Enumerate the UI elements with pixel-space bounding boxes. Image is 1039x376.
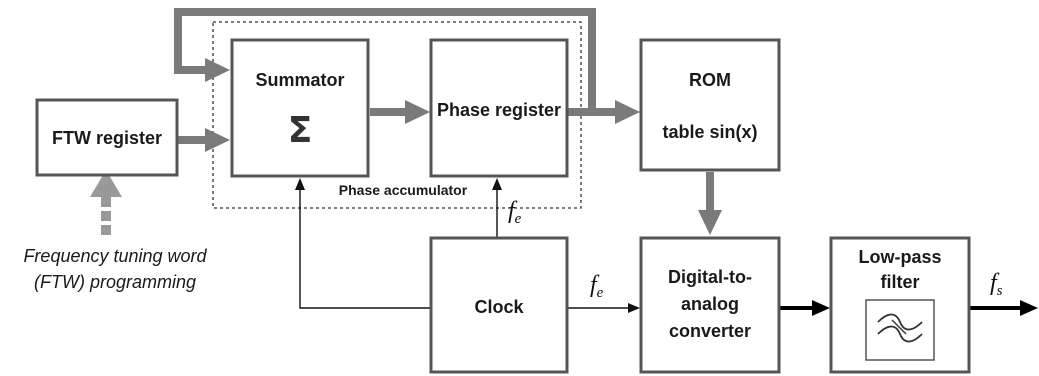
dac-label-line3: converter bbox=[669, 321, 751, 341]
programming-arrowhead bbox=[90, 170, 122, 197]
programming-dash-2 bbox=[101, 211, 111, 221]
ftw-register-label: FTW register bbox=[52, 128, 162, 148]
ftw-register-block bbox=[35, 98, 179, 177]
sigma-icon: Σ bbox=[288, 110, 313, 151]
rom-to-dac-arrowhead bbox=[698, 210, 722, 235]
summator-block bbox=[230, 38, 370, 178]
clock-label: Clock bbox=[474, 297, 524, 317]
rom-label-line1: ROM bbox=[689, 70, 731, 90]
clock-to-phase-arrowhead bbox=[492, 178, 502, 190]
lpf-output-arrowhead bbox=[1020, 300, 1038, 316]
phase-to-rom-arrowhead bbox=[615, 100, 640, 124]
rom-block bbox=[639, 38, 781, 172]
fe-label-dac: fe bbox=[590, 272, 604, 301]
dac-label-line1: Digital-to- bbox=[668, 267, 752, 287]
programming-note-line1: Frequency tuning word bbox=[23, 246, 207, 266]
filter-waves-icon bbox=[865, 299, 935, 361]
clock-to-dac-arrowhead bbox=[628, 303, 640, 313]
fe-label-phase: fe bbox=[508, 198, 522, 227]
clock-to-summator-line bbox=[299, 190, 430, 309]
group-label: Phase accumulator bbox=[339, 182, 468, 198]
phase-accumulator-group bbox=[212, 21, 582, 209]
phase-register-label: Phase register bbox=[437, 100, 561, 120]
clock-to-summator-arrowhead bbox=[295, 178, 305, 190]
programming-dash-3 bbox=[101, 197, 111, 207]
phase-register-block bbox=[429, 38, 569, 178]
dac-to-lpf-arrowhead bbox=[812, 300, 830, 316]
feedback-arrowhead bbox=[205, 58, 230, 82]
feedback-loop-path bbox=[174, 8, 596, 112]
rom-label-line2: table sin(x) bbox=[662, 122, 757, 142]
clock-block bbox=[429, 236, 569, 374]
programming-note-line2: (FTW) programming bbox=[34, 272, 196, 292]
summator-to-phase-arrowhead bbox=[405, 100, 430, 124]
programming-dash-1 bbox=[101, 225, 111, 235]
lpf-label-line1: Low-pass bbox=[858, 247, 941, 267]
dac-block bbox=[639, 236, 781, 374]
fs-label-output: fs bbox=[990, 270, 1003, 299]
dac-label-line2: analog bbox=[681, 294, 739, 314]
summator-label: Summator bbox=[255, 70, 344, 90]
lpf-label-line2: filter bbox=[880, 272, 919, 292]
ftw-to-summator-arrowhead bbox=[205, 128, 230, 152]
